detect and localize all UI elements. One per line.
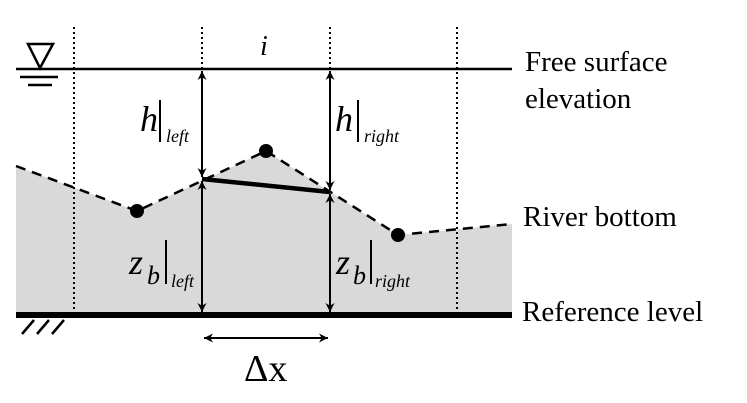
depth-left-subscript: left bbox=[166, 126, 190, 146]
depth-left-symbol: h bbox=[140, 99, 158, 139]
riverbed-region bbox=[16, 151, 512, 315]
cell-boundaries bbox=[73, 27, 458, 312]
bed-right-symbol: z bbox=[335, 242, 350, 282]
river-bottom-line bbox=[15, 149, 513, 237]
cell-index-label: i bbox=[260, 31, 268, 62]
ground-hatch-icon bbox=[21, 319, 65, 335]
bed-left-subscript: left bbox=[171, 271, 195, 291]
bed-node-2 bbox=[259, 144, 273, 158]
water-level-icon bbox=[20, 42, 58, 87]
bed-left-sub-b: b bbox=[147, 261, 160, 290]
reference-level-label: Reference level bbox=[522, 296, 703, 328]
depth-right-symbol: h bbox=[335, 99, 353, 139]
bed-right-sub-b: b bbox=[353, 261, 366, 290]
bed-right-subscript: right bbox=[375, 271, 411, 291]
bed-node-3 bbox=[391, 228, 405, 242]
depth-right-subscript: right bbox=[364, 126, 400, 146]
free-surface-label-line2: elevation bbox=[525, 83, 632, 115]
free-surface-label-line1: Free surface bbox=[525, 46, 668, 78]
interface-bed-segment bbox=[201, 176, 331, 195]
river-bottom-label: River bottom bbox=[523, 201, 677, 233]
spacing-label: Δx bbox=[244, 348, 287, 390]
bed-left-symbol: z bbox=[128, 242, 143, 282]
bed-node-1 bbox=[130, 204, 144, 218]
